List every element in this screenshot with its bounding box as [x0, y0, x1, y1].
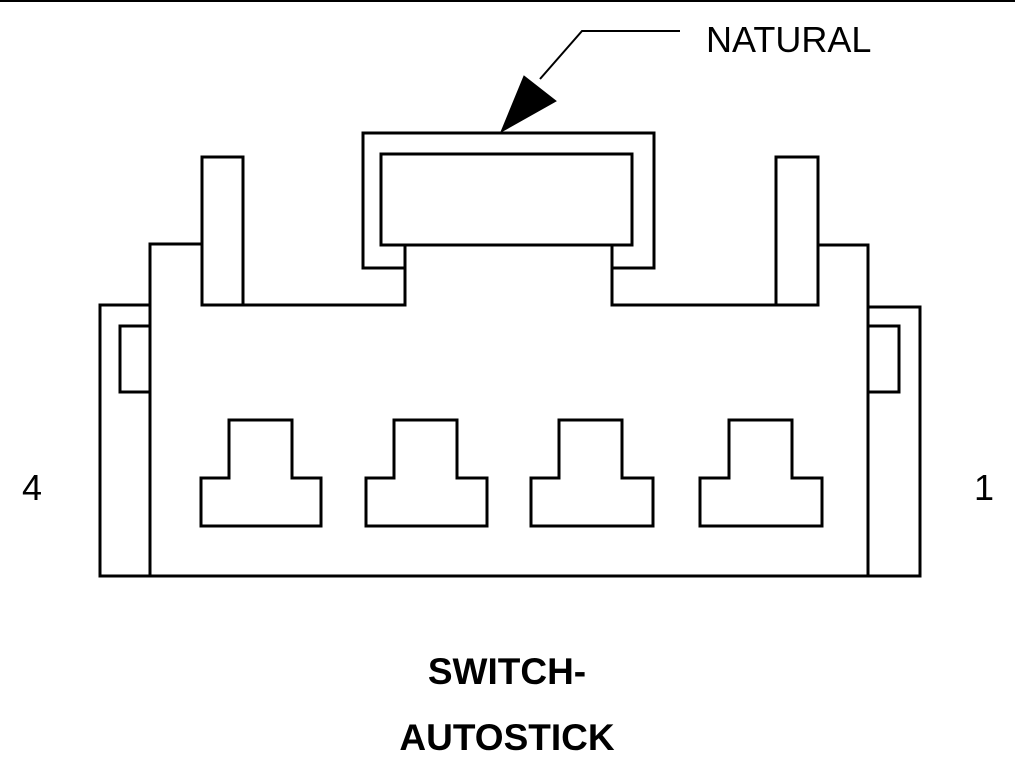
- latch-outer: [361, 131, 656, 270]
- latch-inner: [379, 152, 634, 247]
- terminal-3: [364, 418, 489, 528]
- terminal-4: [199, 418, 323, 528]
- pin-label-left: 4: [22, 467, 42, 508]
- right-flange-window: [866, 324, 901, 394]
- terminal-1: [698, 418, 824, 528]
- left-flange-window: [118, 324, 152, 394]
- component-title-line1: SWITCH-: [428, 651, 586, 692]
- arrowhead-icon: [499, 75, 557, 134]
- terminal-2: [529, 418, 655, 528]
- callout-label: NATURAL: [706, 19, 871, 60]
- left-top-post: [200, 155, 245, 307]
- left-side-flange: [98, 303, 152, 578]
- callout-leader: [499, 30, 680, 134]
- right-side-flange: [866, 305, 922, 578]
- pin-label-right: 1: [974, 467, 994, 508]
- right-top-post: [774, 155, 820, 307]
- component-title-line2: AUTOSTICK: [399, 717, 614, 758]
- terminal-cavities: [199, 418, 824, 528]
